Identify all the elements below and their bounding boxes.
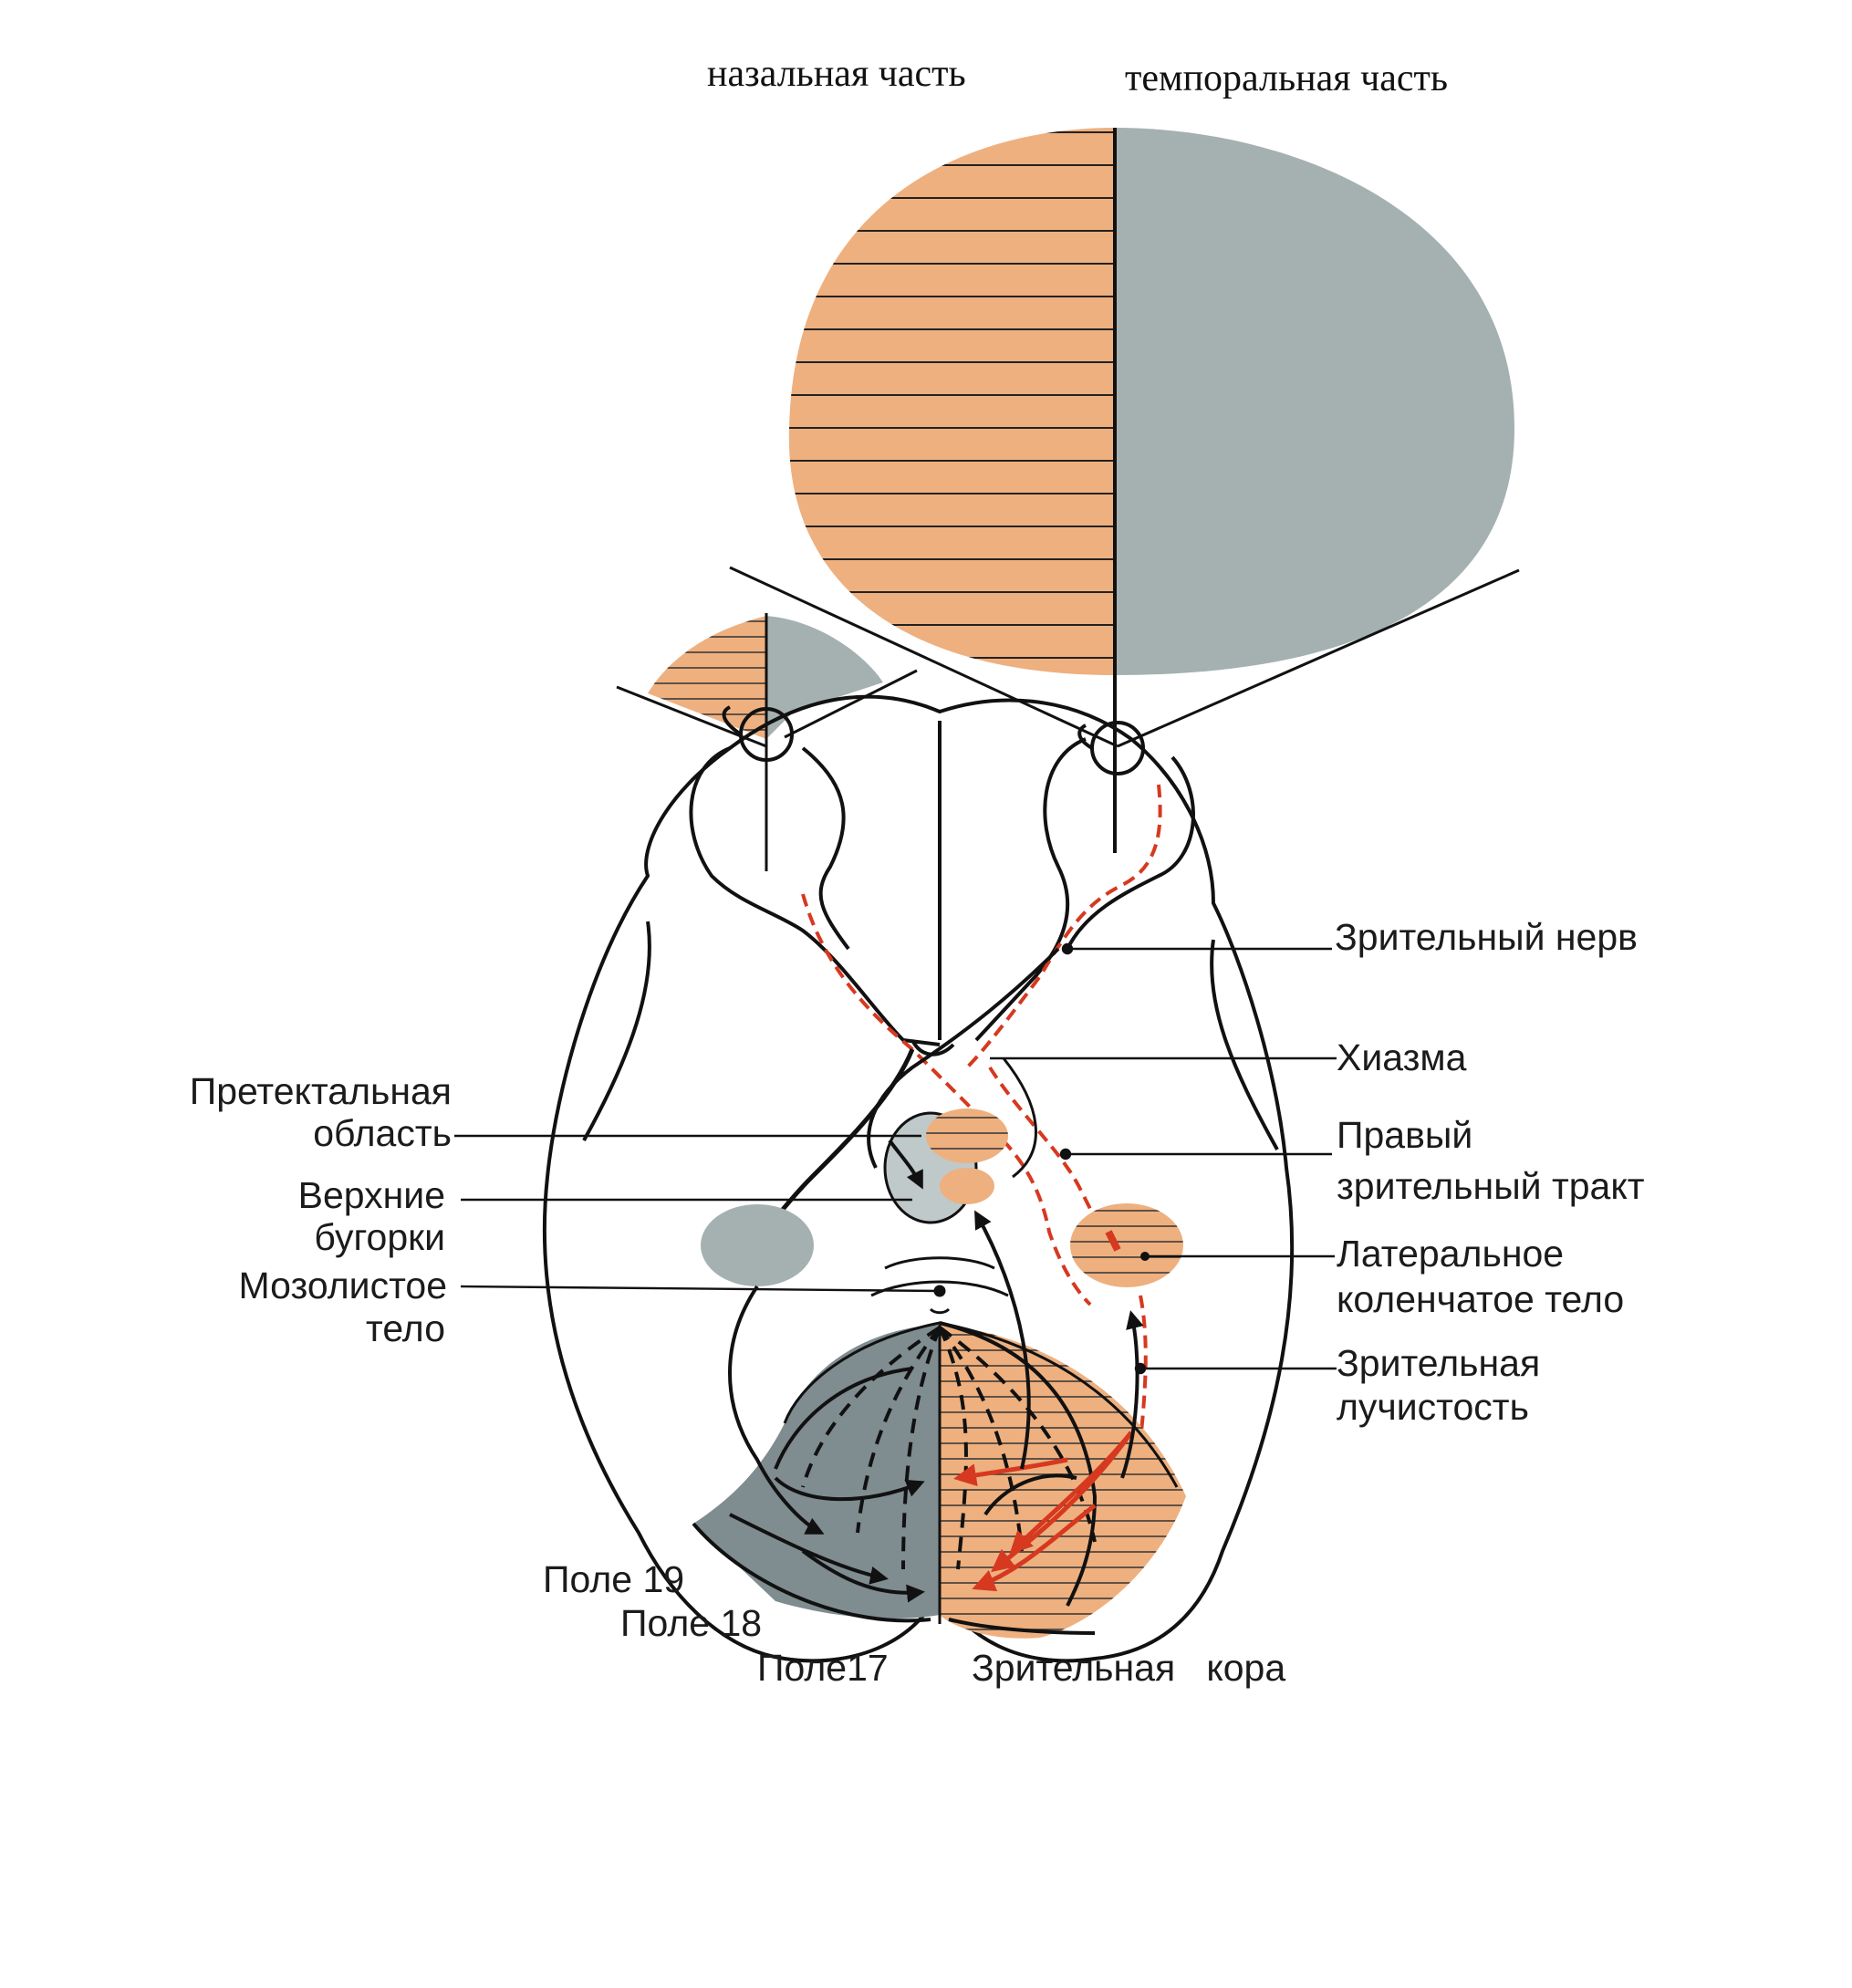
right-tract-label-1: Правый: [1337, 1114, 1473, 1156]
temporal-part-label: темпоральная часть: [1125, 57, 1449, 99]
nasal-field-half: [788, 128, 1115, 675]
visual-field: [788, 128, 1514, 853]
corpus-callosum: [870, 1256, 1009, 1315]
radiation-label-1: Зрительная: [1337, 1342, 1541, 1384]
superior-colliculi-label-2: бугорки: [314, 1216, 445, 1258]
field-19-label: Поле 19: [543, 1558, 685, 1600]
radiation-label-2: лучистость: [1337, 1386, 1529, 1428]
optic-nerve-label: Зрительный нерв: [1335, 916, 1638, 958]
optic-pathways: [744, 784, 1162, 1442]
leader-lines-left: [454, 1134, 941, 1293]
pretectal-label-1: Претектальная: [189, 1070, 452, 1112]
pretectal-label-2: область: [313, 1112, 452, 1154]
visual-cortex-label: Зрительная кора: [972, 1647, 1286, 1689]
right-tract-label-2: зрительный тракт: [1337, 1165, 1645, 1207]
lgn-label-1: Латеральное: [1337, 1233, 1565, 1275]
midbrain: [883, 1108, 1008, 1224]
temporal-field-half: [1115, 128, 1514, 675]
corpus-callosum-label-2: тело: [366, 1307, 445, 1349]
chiasm-label: Хиазма: [1337, 1036, 1467, 1078]
red-radiations: [953, 1431, 1134, 1592]
lgn-label-2: коленчатое тело: [1337, 1278, 1625, 1320]
field-17-label: Поле17: [757, 1647, 889, 1689]
small-field-left: [648, 613, 883, 871]
nasal-part-label: назальная часть: [707, 53, 966, 95]
field-18-label: Поле 18: [620, 1602, 763, 1644]
lgn: [701, 1203, 1183, 1287]
superior-colliculi-label-1: Верхние: [297, 1174, 445, 1216]
lgn-arrows: [974, 1210, 1144, 1479]
corpus-callosum-label-1: Мозолистое: [238, 1265, 447, 1306]
leader-lines-right: [990, 942, 1337, 1375]
